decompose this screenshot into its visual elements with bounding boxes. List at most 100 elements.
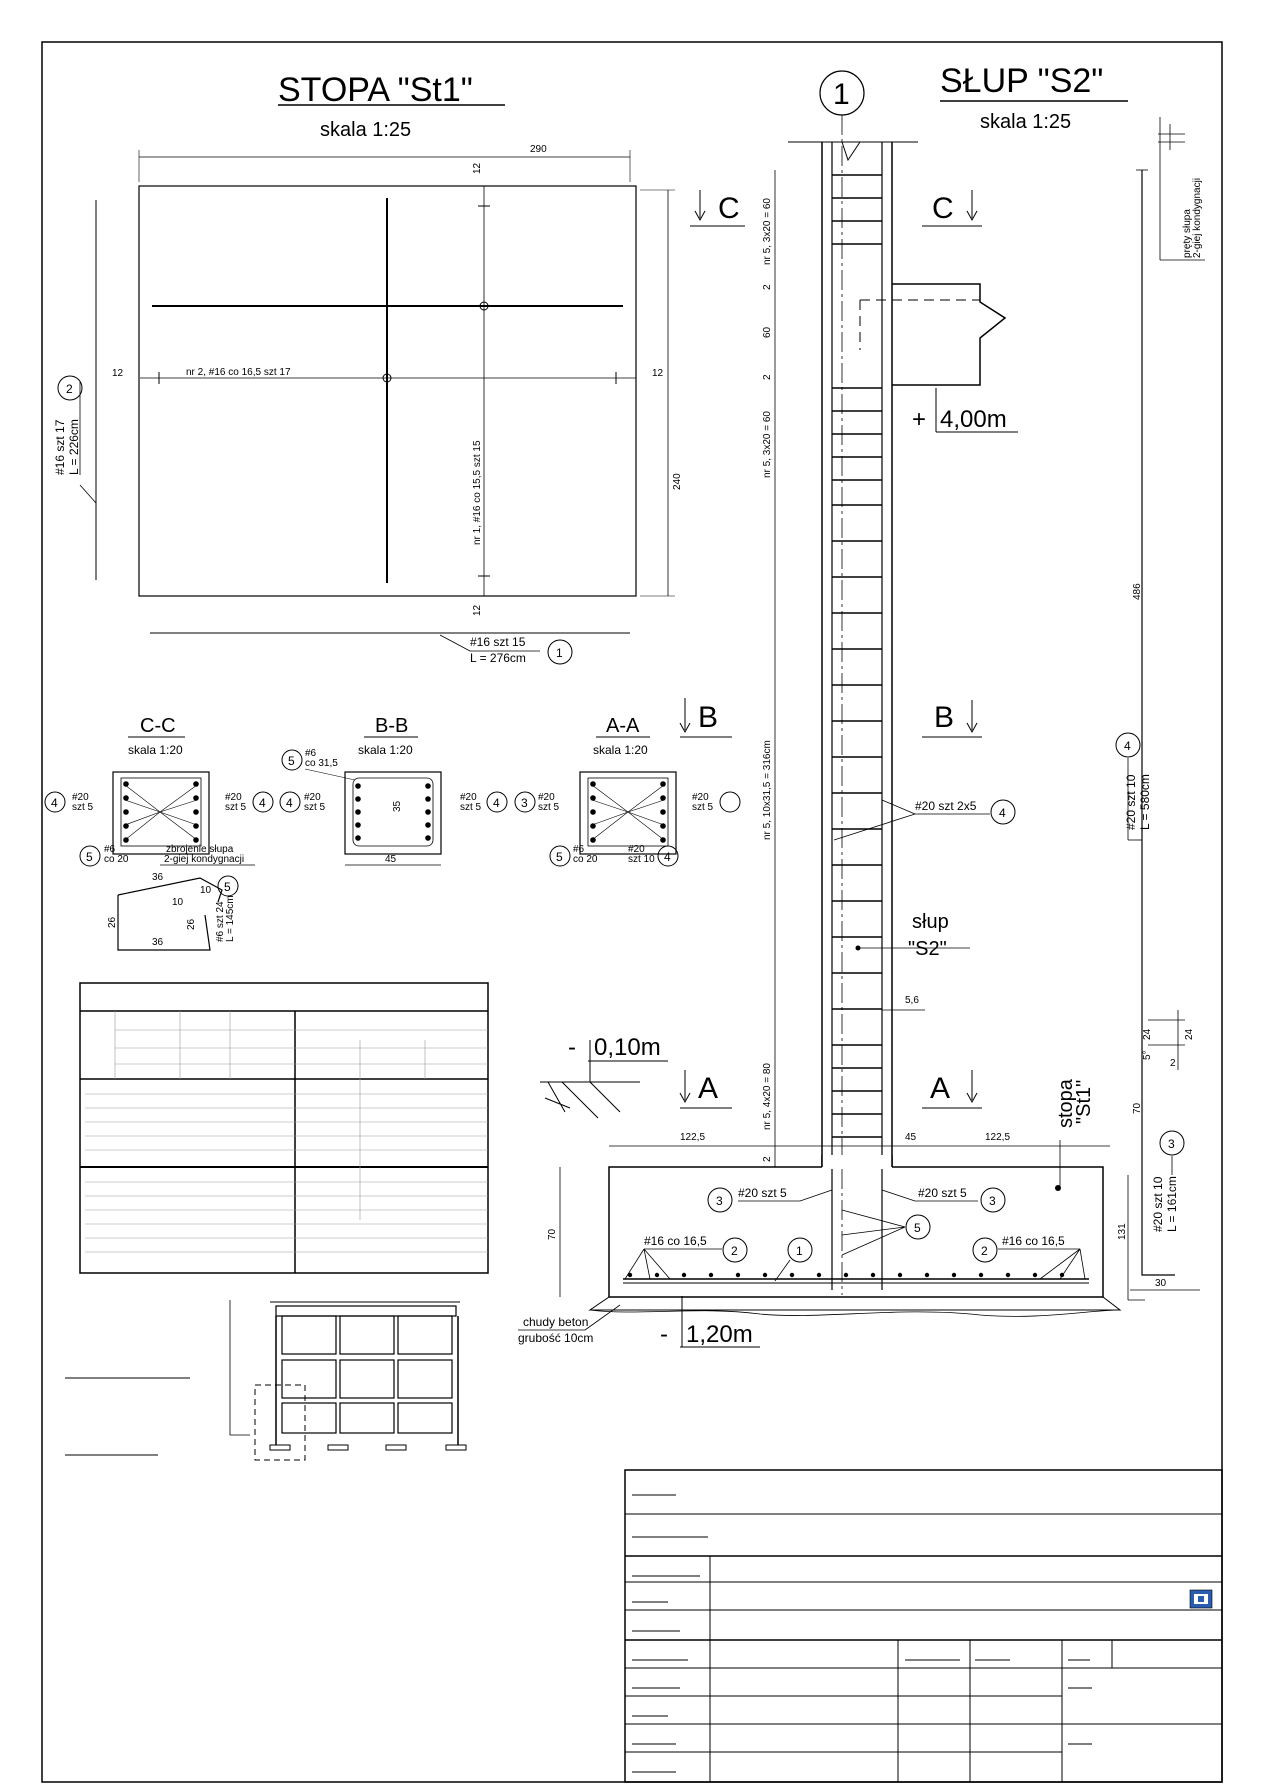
- section-bb-st-bar: #6: [305, 748, 317, 759]
- section-cc-left-bar: #20: [72, 792, 89, 803]
- right-rebar-note-2: 2-giej kondygnacji: [1192, 178, 1203, 258]
- section-bb-st-co: co 31,5: [305, 758, 338, 769]
- section-cc-st-no: 5: [86, 850, 93, 864]
- column-sec-c-right: C: [932, 192, 954, 225]
- section-bar-dot: [660, 781, 666, 787]
- stirrup-d26a: 26: [107, 916, 118, 928]
- section-bar-dot: [193, 809, 199, 815]
- column-bar2-right: #16 co 16,5: [1002, 1234, 1065, 1248]
- column-elevation: SŁUP "S2" skala 1:25 1 nr 5, 3x20 = 60 2…: [518, 62, 1205, 1348]
- section-cc-st-bar: #6: [104, 844, 116, 855]
- column-stirrup-long: nr 5, 10x31,5 = 316cm: [762, 740, 773, 840]
- section-bar-dot: [590, 809, 596, 815]
- bar-dot: [978, 1272, 984, 1278]
- footing-label-2: "St1": [1073, 1080, 1095, 1124]
- section-cc-note-2: 2-giej kondygnacji: [164, 854, 244, 865]
- right-dim-5: 5°: [1142, 1050, 1153, 1060]
- column-dim-2b: 2: [762, 374, 773, 380]
- footing-left-tag-len: L = 226cm: [67, 419, 81, 475]
- column-stirrup-low: nr 5, 4x20 = 80: [762, 1063, 773, 1130]
- column-bar1-no: 1: [796, 1244, 803, 1258]
- column-bar4-tag: #20 szt 2x5: [915, 799, 977, 813]
- footing-label-1: stopa: [1055, 1078, 1077, 1128]
- section-cc-scale: skala 1:20: [128, 743, 183, 757]
- bar-dot: [897, 1272, 903, 1278]
- section-aa-szt10: szt 10: [628, 854, 655, 865]
- stirrup-d36b: 36: [152, 937, 164, 948]
- column-sec-a-left: A: [698, 1072, 718, 1105]
- right-dim-131: 131: [1117, 1223, 1128, 1240]
- bar-dot: [654, 1272, 660, 1278]
- section-aa-bar20: #20: [628, 844, 645, 855]
- bar-dot: [708, 1272, 714, 1278]
- column-bar3-right: #20 szt 5: [918, 1186, 967, 1200]
- section-bb-right-no: 4: [493, 796, 500, 810]
- section-bb-scale: skala 1:20: [358, 743, 413, 757]
- column-label-1: słup: [912, 911, 949, 933]
- section-bar-dot: [123, 837, 129, 843]
- section-cc-right-no: 4: [259, 796, 266, 810]
- column-label-2: "S2": [908, 938, 947, 960]
- section-bar-dot: [123, 781, 129, 787]
- section-aa-bottom-no: 4: [664, 850, 671, 864]
- section-bb-left-szt: szt 5: [304, 802, 326, 813]
- footing-scale: skala 1:25: [320, 119, 411, 141]
- footing-bar-dots: [627, 1272, 1065, 1278]
- right-rebar-note-1: pręty słupa: [1182, 209, 1193, 258]
- column-bar2-no-right: 2: [981, 1244, 988, 1258]
- section-aa-left-no: 3: [521, 796, 528, 810]
- section-bar-dot: [425, 809, 431, 815]
- section-cc-right-szt: szt 5: [225, 802, 247, 813]
- column-title: SŁUP "S2": [940, 62, 1103, 100]
- level-ground: 0,10m: [594, 1034, 661, 1061]
- stirrup-d36a: 36: [152, 872, 164, 883]
- section-cc-st-co: co 20: [104, 854, 129, 865]
- section-aa-st-no: 5: [556, 850, 563, 864]
- bar-dot: [1005, 1272, 1011, 1278]
- footing-bottom-tag-len: L = 276cm: [470, 651, 526, 665]
- right-bar4-no: 4: [1124, 739, 1131, 753]
- section-cc-note-1: zbrojenie słupa: [166, 844, 234, 855]
- section-aa-right-szt: szt 5: [692, 802, 714, 813]
- level-top-sign: +: [912, 406, 926, 433]
- section-aa-title: A-A: [606, 715, 640, 737]
- bar-dot: [789, 1272, 795, 1278]
- right-dim-486: 486: [1132, 583, 1143, 600]
- level-top: 4,00m: [940, 406, 1007, 433]
- section-bar-dot: [590, 823, 596, 829]
- stirrup-no: 5: [224, 880, 231, 894]
- bar-dot: [627, 1272, 633, 1278]
- column-bar3-left: #20 szt 5: [738, 1186, 787, 1200]
- bar-dot: [951, 1272, 957, 1278]
- stirrup-d10a: 10: [200, 885, 212, 896]
- cross-sections: C-C skala 1:20 #20 szt 5 4 #20 szt 5 4 5…: [44, 715, 741, 951]
- section-bb-left-bar: #20: [304, 792, 321, 803]
- column-stirrup-mid: nr 5, 3x20 = 60: [762, 411, 773, 478]
- right-dim-2: 2: [1170, 1058, 1176, 1069]
- footing-section: [608, 1166, 1104, 1298]
- section-bb-dim-45: 45: [385, 854, 397, 865]
- column-sec-a-right: A: [930, 1072, 950, 1105]
- footing-bottom-tag-no: 1: [556, 646, 563, 660]
- level-bottom: 1,20m: [686, 1321, 753, 1348]
- section-bar-dot: [355, 835, 361, 841]
- section-bb-left-no: 4: [286, 796, 293, 810]
- section-aa-left-szt: szt 5: [538, 802, 560, 813]
- column-stirrups: [832, 174, 882, 1161]
- column-sec-b-left: B: [698, 701, 718, 734]
- stirrup-d26b: 26: [186, 918, 197, 930]
- section-bar-dot: [660, 809, 666, 815]
- footing-bar1-text: nr 1, #16 co 15,5 szt 15: [472, 440, 483, 545]
- section-bb-bars: [355, 783, 431, 841]
- bar-dot: [762, 1272, 768, 1278]
- bar-dot: [816, 1272, 822, 1278]
- section-bar-dot: [355, 796, 361, 802]
- right-dim-70: 70: [1132, 1102, 1143, 1114]
- column-dim-2c: 2: [762, 1156, 773, 1162]
- column-sec-b-right: B: [934, 701, 954, 734]
- column-dim-70: 70: [547, 1228, 558, 1240]
- section-cc-right-bar: #20: [225, 792, 242, 803]
- right-dim-24b: 24: [1142, 1028, 1153, 1040]
- section-bar-dot: [660, 795, 666, 801]
